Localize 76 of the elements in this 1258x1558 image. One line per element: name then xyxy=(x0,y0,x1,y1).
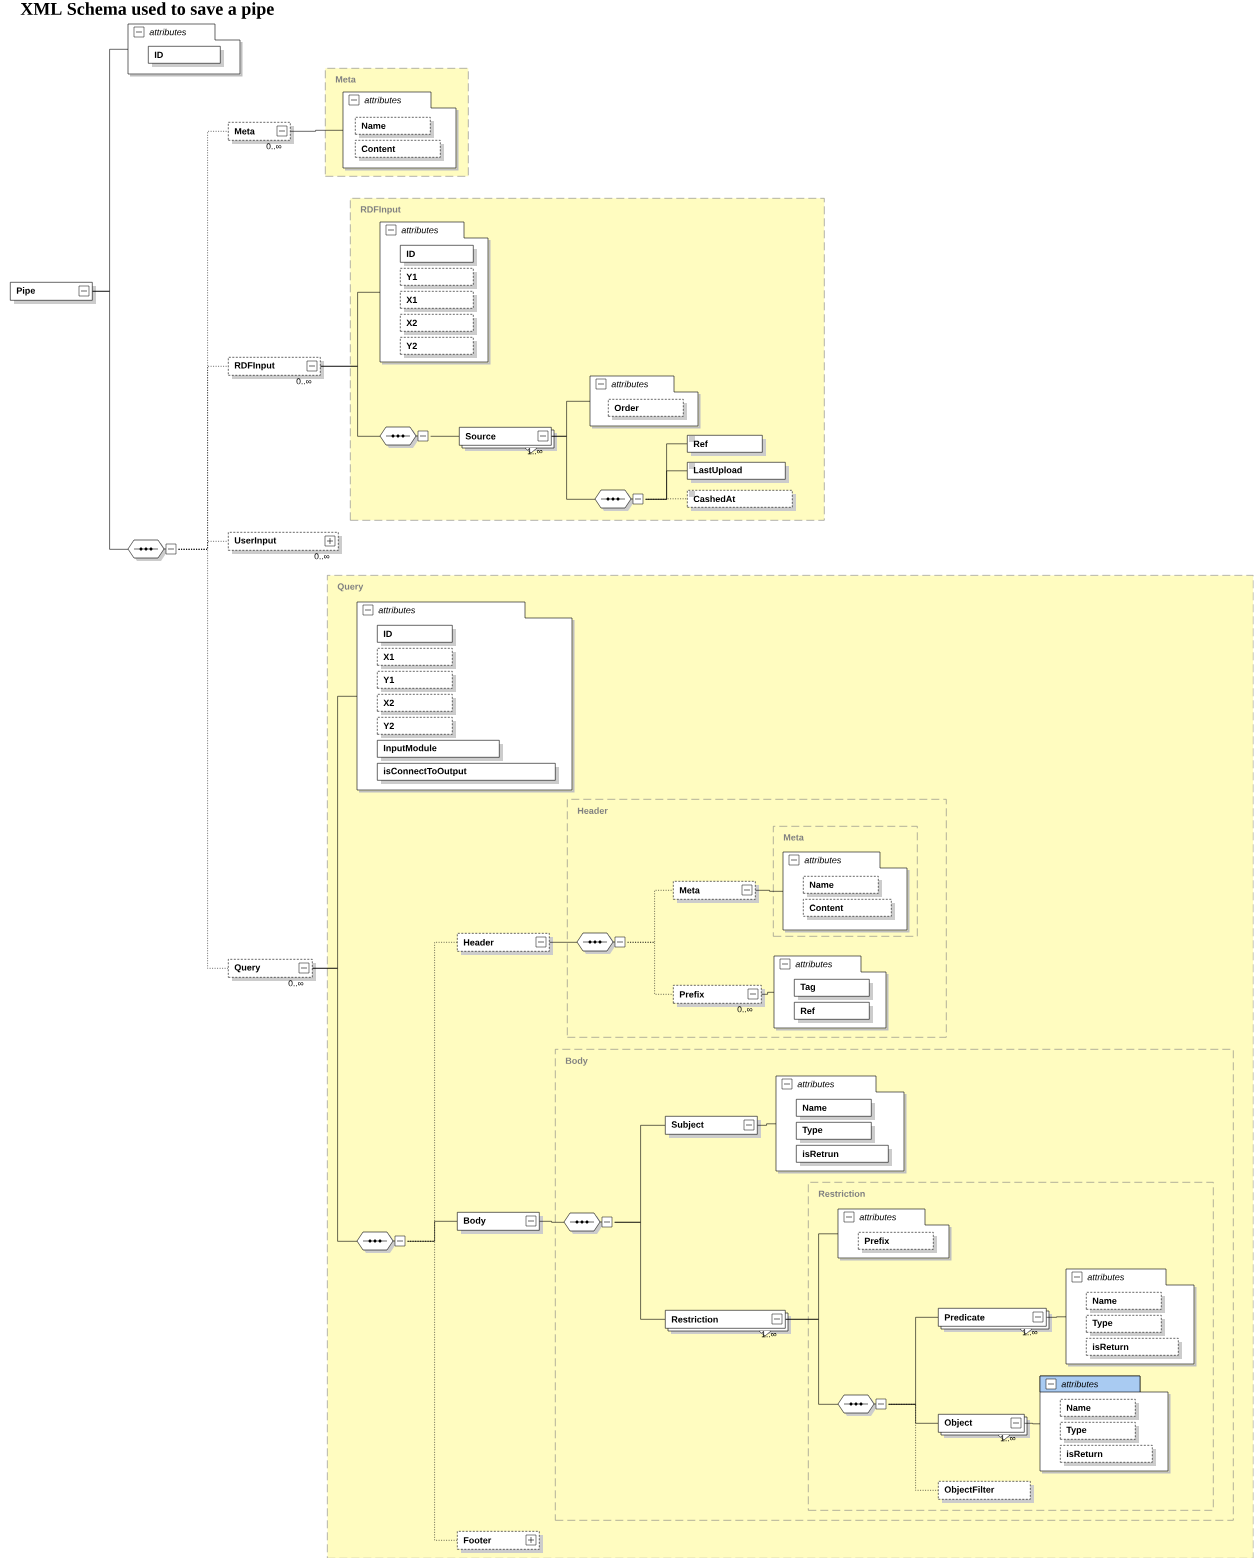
connector xyxy=(627,942,674,995)
connector xyxy=(549,942,578,943)
element-box: LastUpload xyxy=(687,462,789,483)
connector xyxy=(645,470,688,500)
connector xyxy=(755,890,784,892)
attribute-box: Order xyxy=(608,399,687,420)
element-box: ObjectFilter xyxy=(938,1481,1034,1503)
attribute-box: Y1 xyxy=(400,268,477,289)
connector xyxy=(290,130,344,132)
element-box: Meta xyxy=(228,122,294,144)
cardinality-label: 0..∞ xyxy=(288,980,304,987)
element-box: Pipe xyxy=(10,282,96,304)
connector xyxy=(757,1123,777,1126)
attribute-box: Type xyxy=(1060,1422,1139,1443)
attribute-box: Y2 xyxy=(377,717,456,738)
cardinality-label: 0..∞ xyxy=(737,1006,753,1013)
title: XML Schema used to save a pipe xyxy=(20,2,274,19)
attribute-box: X1 xyxy=(400,291,477,312)
connector xyxy=(888,1404,939,1424)
attribute-box: ID xyxy=(400,245,477,266)
cardinality-label: 0..∞ xyxy=(314,553,330,560)
attribute-box: Ref xyxy=(794,1002,873,1023)
attribute-box: X1 xyxy=(377,648,456,669)
connector xyxy=(539,1221,565,1223)
connector xyxy=(92,291,129,550)
connector xyxy=(407,1221,458,1242)
connector xyxy=(312,968,358,1242)
attribute-box: isReturn xyxy=(1060,1445,1156,1466)
attribute-box: X2 xyxy=(400,314,477,335)
connector xyxy=(178,549,229,969)
cardinality-label: 0..∞ xyxy=(266,143,282,150)
element-box: CashedAt xyxy=(687,490,796,511)
attribute-box: Name xyxy=(803,876,882,897)
connector xyxy=(645,498,688,500)
attribute-box: Type xyxy=(1086,1315,1165,1336)
sequence-symbol xyxy=(837,1394,887,1416)
attribute-box: Name xyxy=(796,1099,875,1120)
attribute-box: Name xyxy=(1060,1399,1139,1420)
attribute-box: Prefix xyxy=(858,1232,937,1253)
attribute-box: X2 xyxy=(377,694,456,715)
attribute-box: Content xyxy=(803,899,895,920)
connector xyxy=(1046,1316,1067,1318)
attribute-box: Y1 xyxy=(377,671,456,692)
sequence-symbol xyxy=(127,539,177,561)
sequence-symbol xyxy=(576,932,626,954)
connector xyxy=(551,436,596,500)
cardinality-label: 0..∞ xyxy=(296,378,312,385)
connector xyxy=(614,1222,666,1320)
connector xyxy=(785,1319,839,1405)
sequence-symbol xyxy=(356,1231,406,1253)
connector xyxy=(888,1404,939,1491)
attribute-box: Content xyxy=(355,140,444,161)
sequence-symbol xyxy=(379,426,429,448)
attribute-box: InputModule xyxy=(377,740,503,761)
attribute-box: ID xyxy=(377,625,456,646)
attribute-box: Y2 xyxy=(400,337,477,358)
attribute-box: isRetrun xyxy=(796,1145,892,1166)
sequence-symbol xyxy=(594,489,644,511)
sequence-symbol xyxy=(563,1212,613,1234)
element-box: Footer xyxy=(457,1531,543,1553)
attribute-box: Name xyxy=(1086,1292,1165,1313)
connector xyxy=(407,1241,458,1541)
attribute-box: isConnectToOutput xyxy=(377,763,559,784)
element-box: Meta xyxy=(673,881,759,903)
element-box: Body xyxy=(457,1212,543,1234)
attribute-box: isReturn xyxy=(1086,1338,1182,1359)
attribute-box: ID xyxy=(148,46,224,67)
attribute-box: Type xyxy=(796,1122,875,1143)
element-box: Header xyxy=(457,933,553,955)
element-box: Ref xyxy=(687,435,766,456)
connector xyxy=(320,366,381,437)
connector xyxy=(430,436,460,437)
connector xyxy=(761,992,775,995)
attribute-box: Name xyxy=(355,117,434,138)
element-box: Subject xyxy=(665,1116,761,1138)
attribute-box: Tag xyxy=(794,979,873,1000)
